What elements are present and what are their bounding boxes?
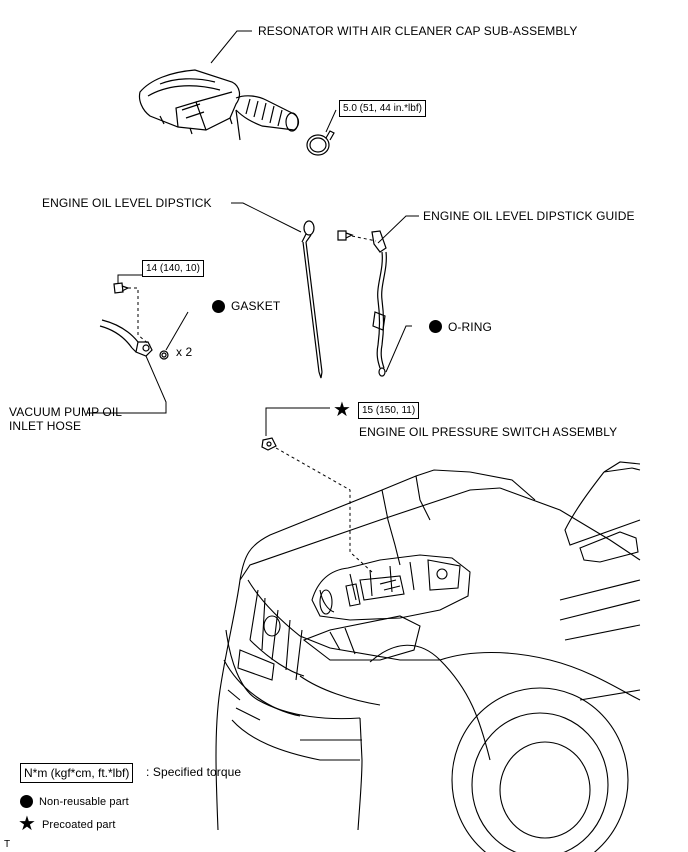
vacuum-hose-label-line2: INLET HOSE bbox=[9, 419, 82, 433]
pressure-switch-label: ENGINE OIL PRESSURE SWITCH ASSEMBLY bbox=[359, 425, 618, 439]
resonator-label: RESONATOR WITH AIR CLEANER CAP SUB-ASSEM… bbox=[258, 24, 578, 38]
switch-torque-leader bbox=[265, 407, 330, 436]
o-ring-leader bbox=[385, 325, 412, 373]
clamp-torque-leader bbox=[325, 109, 337, 133]
dipstick-guide-label: ENGINE OIL LEVEL DIPSTICK GUIDE bbox=[423, 209, 635, 223]
union-torque-leader bbox=[117, 274, 142, 284]
legend-torque-desc: : Specified torque bbox=[146, 765, 242, 779]
vehicle-illustration bbox=[215, 461, 641, 852]
clamp-torque-box: 5.0 (51, 44 in.*lbf) bbox=[339, 100, 426, 117]
dipstick-leader bbox=[231, 202, 302, 233]
gasket-part bbox=[159, 350, 169, 360]
resonator-part bbox=[138, 69, 300, 141]
switch-dashed-leader bbox=[275, 447, 373, 573]
legend-torque-unit: N*m (kgf*cm, ft.*lbf) bbox=[20, 763, 134, 783]
guide-leader bbox=[377, 215, 419, 244]
union-bolt-torque-box: 14 (140, 10) bbox=[142, 260, 204, 277]
precoated-star-icon: ★ bbox=[333, 399, 351, 421]
pressure-switch-part bbox=[261, 437, 277, 451]
legend-non-reusable-label: Non-reusable part bbox=[39, 796, 129, 808]
gasket-label: GASKET bbox=[231, 299, 281, 313]
legend-precoated-star-icon: ★ bbox=[18, 813, 36, 835]
union-bolt-part bbox=[113, 282, 130, 294]
vacuum-hose-leader bbox=[87, 355, 167, 414]
union-bolt-dashed bbox=[128, 287, 151, 346]
legend-non-reusable-icon bbox=[20, 795, 33, 808]
dipstick-label: ENGINE OIL LEVEL DIPSTICK bbox=[42, 196, 212, 210]
dipstick-guide-part bbox=[371, 230, 387, 377]
vacuum-hose-label-line1: VACUUM PUMP OIL bbox=[9, 405, 123, 419]
o-ring-label: O-RING bbox=[448, 320, 492, 334]
gasket-leader bbox=[165, 311, 189, 351]
hose-clamp-part bbox=[306, 130, 335, 156]
vacuum-hose-part bbox=[99, 319, 153, 357]
legend-precoated-label: Precoated part bbox=[42, 819, 116, 831]
gasket-non-reusable-icon bbox=[212, 300, 225, 313]
corner-mark: T bbox=[4, 839, 11, 850]
guide-bolt bbox=[337, 230, 354, 241]
gasket-quantity: x 2 bbox=[176, 345, 193, 359]
resonator-leader bbox=[210, 30, 252, 64]
switch-torque-box: 15 (150, 11) bbox=[358, 402, 420, 419]
o-ring-non-reusable-icon bbox=[429, 320, 442, 333]
dipstick-part bbox=[301, 220, 323, 379]
